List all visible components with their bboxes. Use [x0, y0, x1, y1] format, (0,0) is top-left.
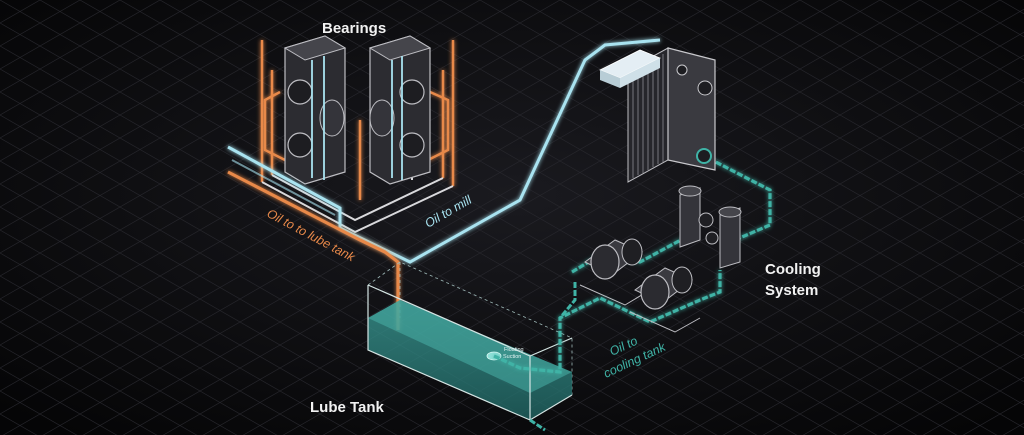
- floating-suction-label-1: Floating: [504, 347, 524, 353]
- cooling-system-label-2: System: [765, 282, 818, 299]
- pump-upper: [579, 238, 651, 306]
- bearing-housing-right: [368, 35, 432, 185]
- oil-to-cooling-tank-line: [493, 270, 722, 374]
- lube-tank-label: Lube Tank: [310, 399, 385, 416]
- oil-to-mill-line: [227, 38, 661, 264]
- oil-to-lube-tank-line: [227, 170, 400, 330]
- lube-tank-oil-surface: [368, 300, 572, 393]
- floating-suction-label-2: Suction: [503, 354, 521, 360]
- cooling-system-label-1: Cooling: [765, 261, 821, 278]
- bearings-frame: [260, 40, 455, 200]
- pump-lower: [629, 266, 701, 333]
- heat-exchanger: [599, 47, 716, 183]
- filter-assembly: [678, 185, 742, 269]
- cooling-return-line: [529, 282, 577, 432]
- bearing-housing-left: [283, 35, 347, 185]
- bearings-label: Bearings: [322, 20, 386, 37]
- oil-to-mill-branch: [231, 159, 336, 216]
